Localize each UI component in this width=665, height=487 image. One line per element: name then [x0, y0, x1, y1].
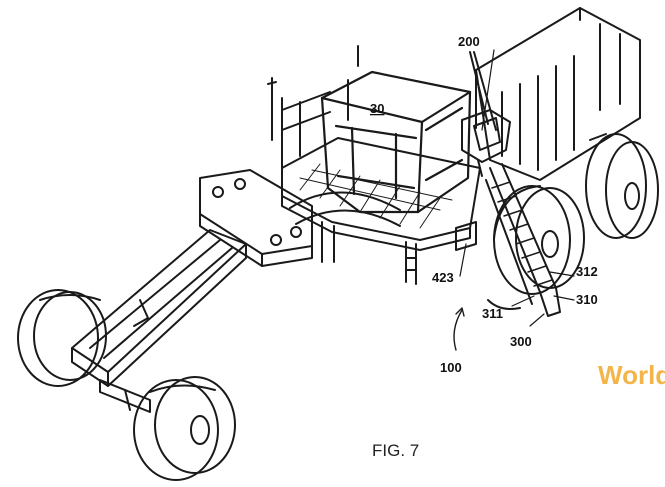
label-300: 300 — [510, 334, 532, 349]
operator-platform — [281, 137, 481, 251]
label-30: 30 — [370, 101, 384, 116]
frame-head-plate — [199, 169, 313, 267]
vehicle-pointer-arrow — [453, 307, 465, 351]
label-423: 423 — [432, 270, 454, 285]
front-right-wheel — [133, 376, 236, 481]
engine-hood — [475, 7, 641, 181]
figure-caption: FIG. 7 — [372, 441, 419, 460]
label-311: 311 — [482, 306, 503, 321]
front-left-wheel — [17, 289, 107, 387]
rear-wheel-upper — [585, 133, 659, 239]
platform-railing — [267, 45, 359, 169]
leader-lines — [459, 49, 575, 327]
label-100: 100 — [440, 360, 462, 375]
label-312: 312 — [576, 264, 598, 279]
label-310: 310 — [576, 292, 598, 307]
stair-box-423 — [455, 221, 477, 251]
label-200: 200 — [458, 34, 480, 49]
front-axle — [99, 379, 151, 413]
operator-cab — [320, 70, 472, 214]
watermark-text: World — [598, 360, 665, 390]
support-legs — [321, 221, 417, 285]
rear-wheel-lower — [487, 185, 585, 310]
boarding-stair — [485, 163, 561, 317]
